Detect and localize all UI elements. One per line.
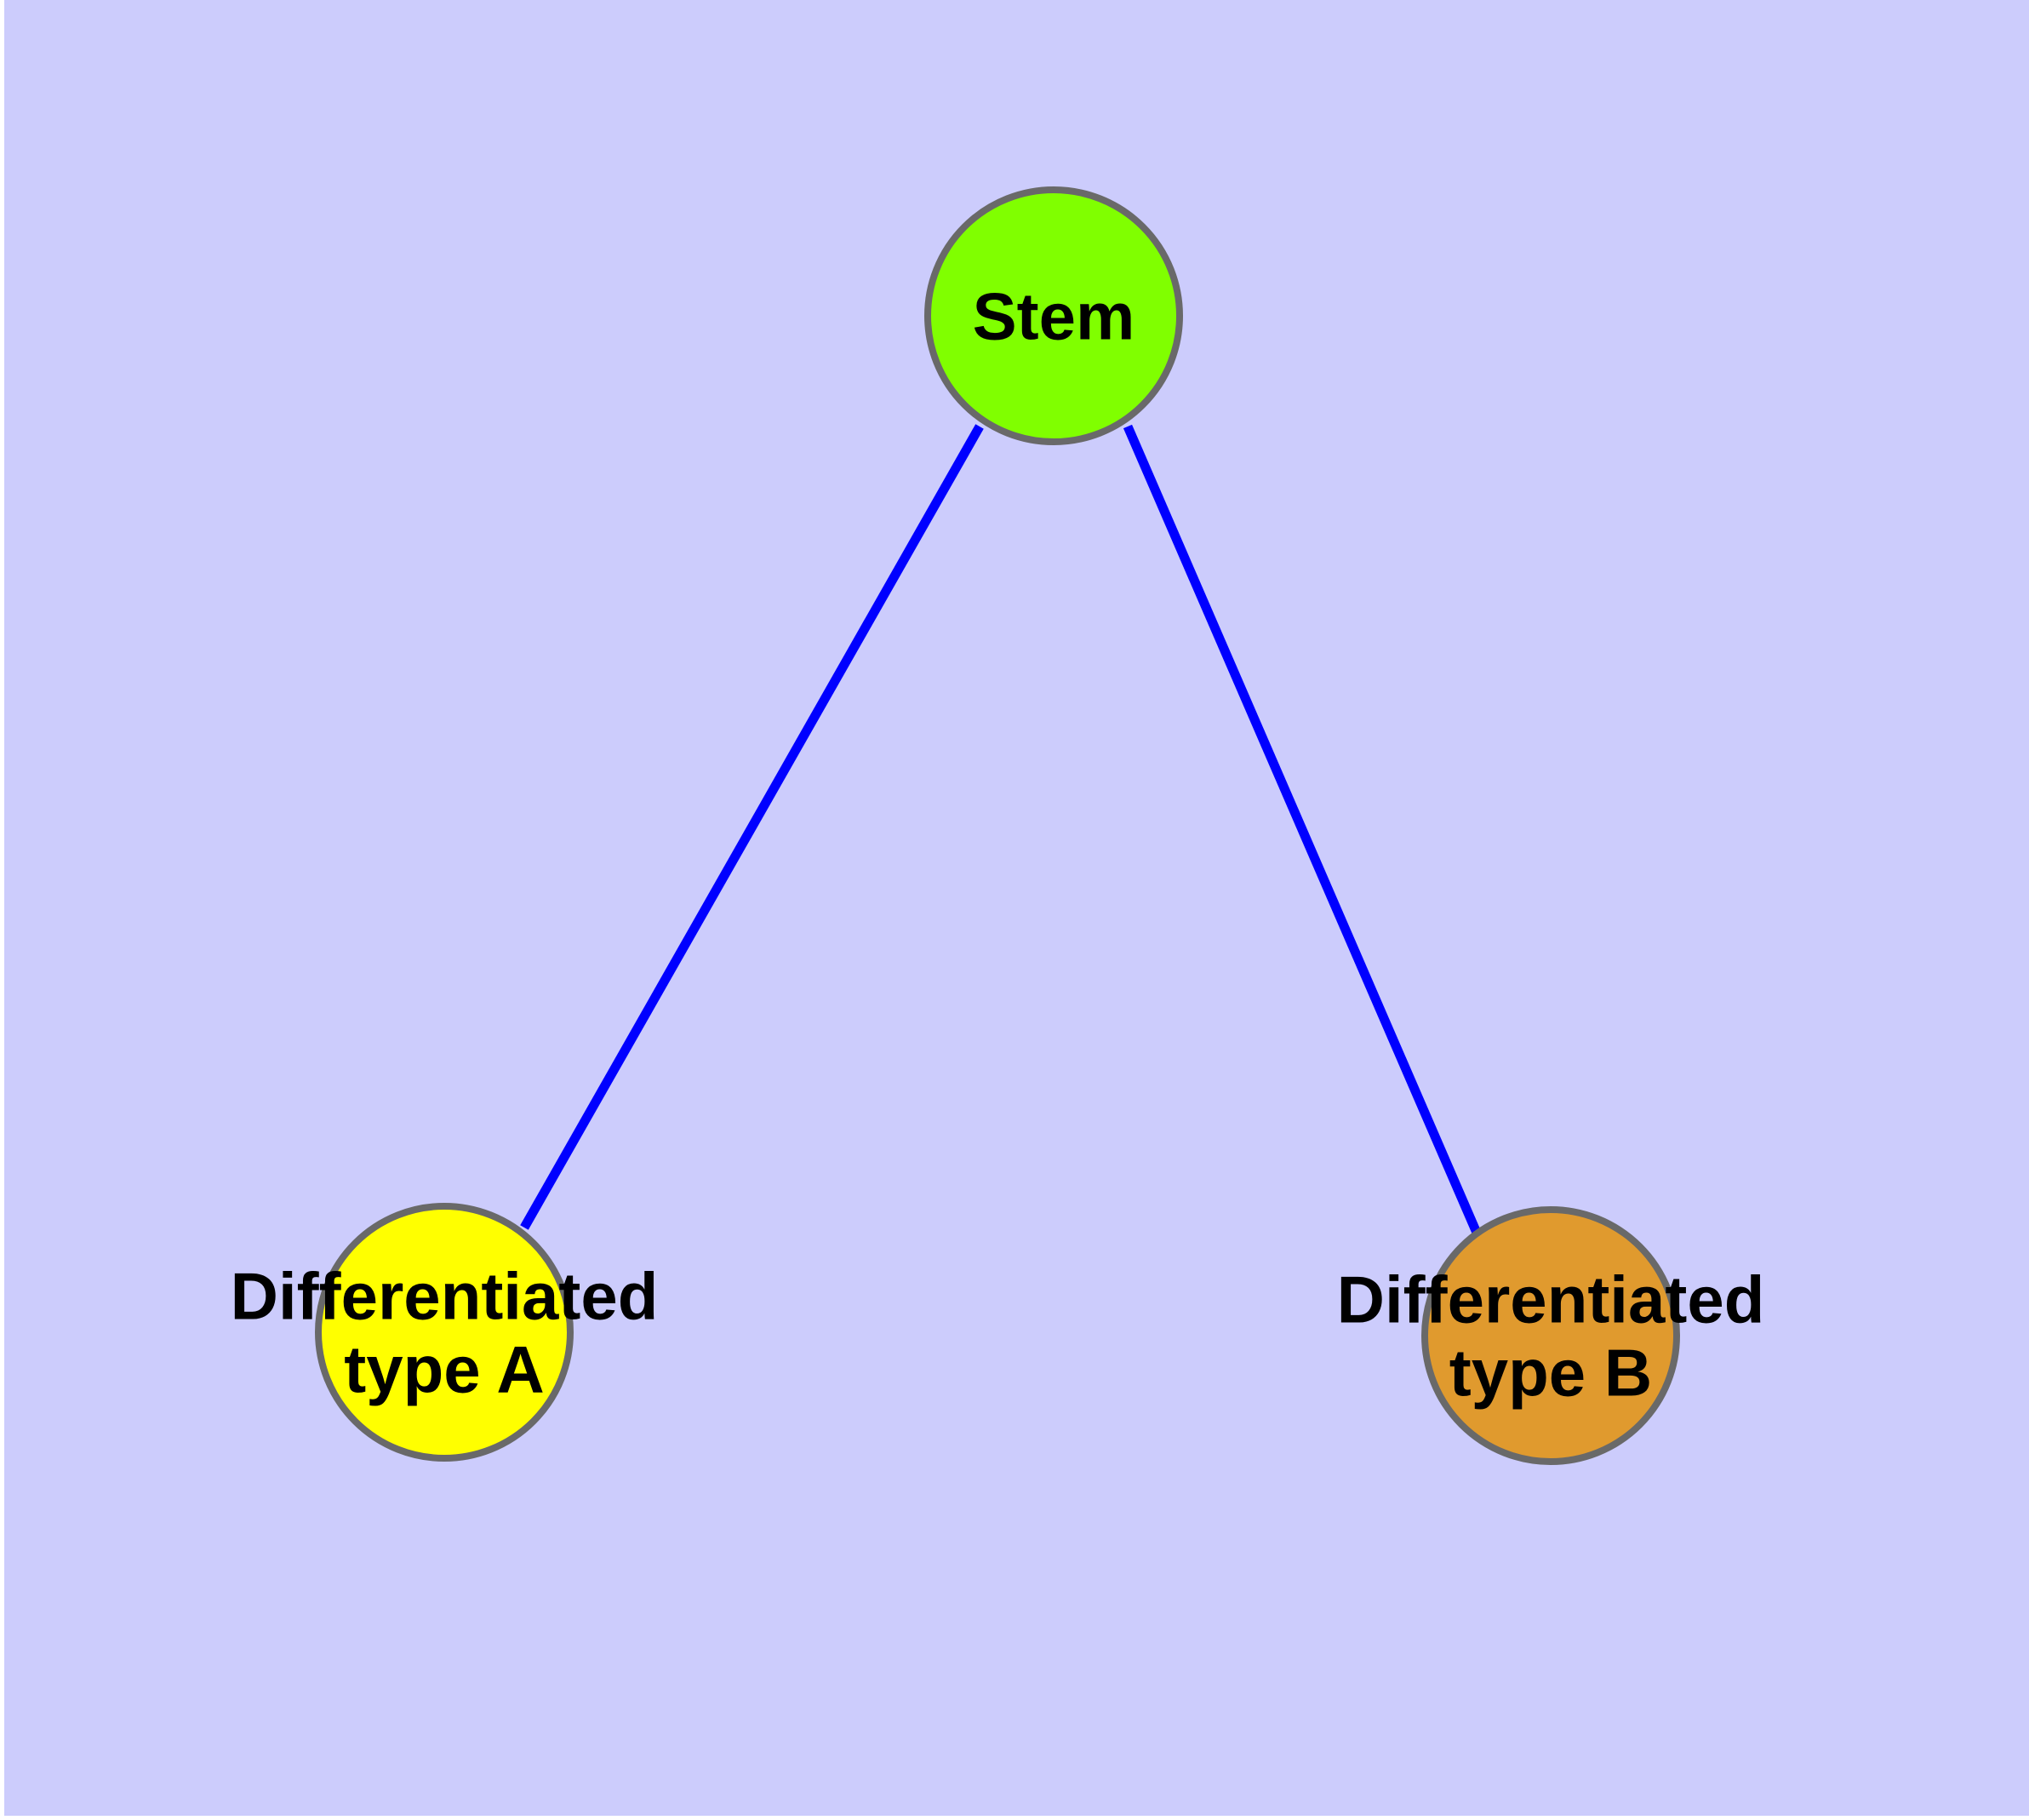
graph-node-diff-a[interactable] [315, 1203, 574, 1462]
graph-node-diff-b[interactable] [1421, 1206, 1680, 1465]
graph-node-label-stem: Stem [973, 278, 1135, 353]
graph-node-label-line: Stem [973, 278, 1135, 353]
graph-node-label-line: Differentiated [231, 1258, 659, 1333]
graph-node-label-line: type A [344, 1331, 545, 1406]
graph-edge-stem-to-diff-a[interactable] [520, 424, 984, 1230]
nodes-layer [315, 186, 1680, 1465]
graph-node-label-line: Differentiated [1337, 1262, 1765, 1336]
graph-edge-stem-to-diff-b[interactable] [1123, 424, 1482, 1235]
graph-node-label-line: type B [1449, 1335, 1652, 1410]
graph-node-stem[interactable] [924, 186, 1183, 445]
edges-layer [520, 424, 1482, 1235]
